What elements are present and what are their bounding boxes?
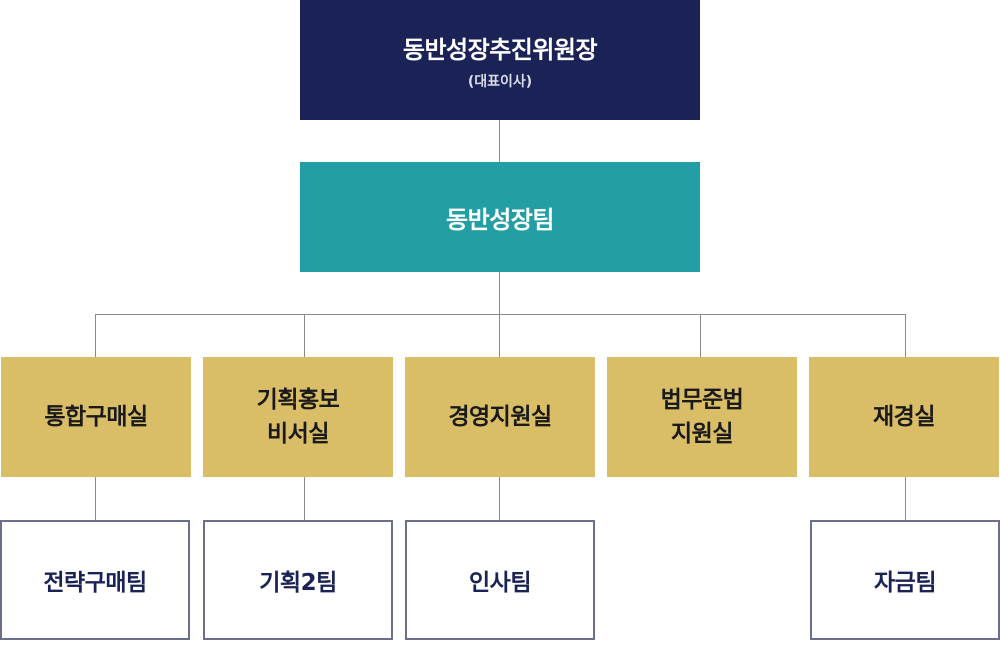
connector-subteam-1: [95, 477, 96, 520]
connector-office-1: [95, 314, 96, 357]
connector-horizontal-bar: [95, 314, 906, 315]
subteam-box-hr: 인사팀: [405, 520, 595, 640]
connector-subteam-4: [905, 477, 906, 520]
chairman-title: 동반성장추진위원장: [402, 35, 598, 64]
subteam-label: 기획2팀: [259, 570, 337, 596]
office-box-management-support: 경영지원실: [405, 357, 595, 477]
office-label-line-1: 기획홍보: [256, 386, 340, 413]
connector-subteam-3: [499, 477, 500, 520]
office-box-legal-compliance: 법무준법 지원실: [607, 357, 797, 477]
office-label-line-2: 비서실: [267, 421, 329, 447]
connector-office-2: [304, 314, 305, 357]
connector-office-4: [700, 314, 701, 357]
office-box-integrated-purchasing: 통합구매실: [1, 357, 191, 477]
subteam-label: 인사팀: [469, 570, 531, 596]
office-box-planning-pr-secretariat: 기획홍보 비서실: [203, 357, 393, 477]
connector-chairman-team: [499, 120, 500, 162]
connector-office-5: [905, 314, 906, 357]
subteam-box-funds: 자금팀: [810, 520, 1000, 640]
office-label: 통합구매실: [44, 403, 148, 430]
shared-growth-team-box: 동반성장팀: [300, 162, 700, 272]
chairman-box: 동반성장추진위원장 (대표이사): [300, 0, 700, 120]
subteam-box-strategic-purchasing: 전략구매팀: [0, 520, 190, 640]
connector-team-trunk: [499, 272, 500, 315]
office-label-line-1: 법무준법: [660, 386, 744, 413]
team-title: 동반성장팀: [446, 205, 554, 234]
chairman-subtitle: (대표이사): [467, 73, 533, 90]
subteam-label: 자금팀: [874, 570, 936, 596]
connector-office-3: [499, 314, 500, 357]
office-label: 재경실: [873, 403, 935, 430]
subteam-box-planning-2: 기획2팀: [203, 520, 393, 640]
office-box-finance: 재경실: [809, 357, 999, 477]
subteam-label: 전략구매팀: [43, 570, 147, 596]
connector-subteam-2: [304, 477, 305, 520]
office-label: 경영지원실: [448, 403, 552, 430]
office-label-line-2: 지원실: [671, 421, 733, 447]
